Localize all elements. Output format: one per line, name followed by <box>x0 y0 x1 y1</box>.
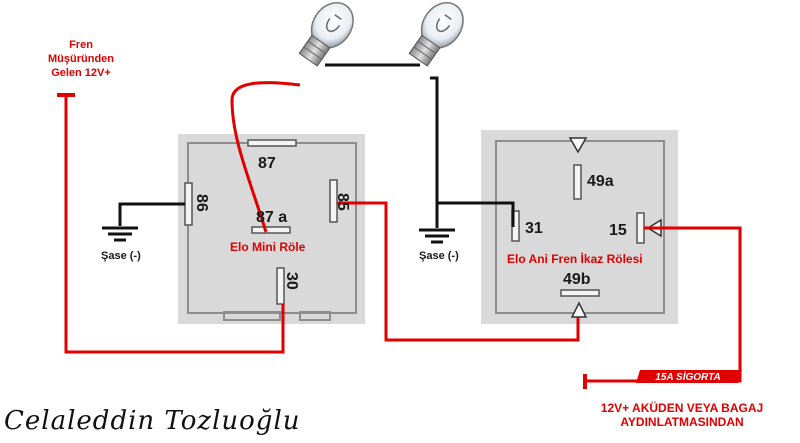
pin-86-label: 86 <box>193 194 210 212</box>
pin-85-terminal <box>329 179 338 223</box>
pin-85-label: 85 <box>334 193 351 211</box>
marker-triangle-top <box>568 137 588 154</box>
mini-relay <box>178 134 365 324</box>
power-source-line-2: AYDINLATMASINDAN <box>620 415 743 429</box>
pin-87a-terminal <box>251 226 291 234</box>
pin-87-label: 87 <box>258 155 276 172</box>
bulb-icon <box>408 2 464 67</box>
pin-30-terminal <box>276 267 285 305</box>
ground-icon <box>102 226 138 242</box>
brake-source-line-1: Fren <box>69 39 93 51</box>
author-signature: Celaleddin Tozluoğlu <box>4 406 301 436</box>
pin-15-terminal <box>636 212 645 244</box>
pin-49a-label: 49a <box>587 173 614 190</box>
ground-icon <box>419 228 455 244</box>
pin-86-terminal <box>184 182 193 226</box>
flasher-relay-name: Elo Ani Fren İkaz Rölesi <box>507 251 643 266</box>
pin-49a-terminal <box>573 164 582 200</box>
mini-relay-name: Elo Mini Röle <box>230 240 306 254</box>
pin-87-terminal <box>247 139 297 147</box>
power-source-line-1: 12V+ AKÜDEN VEYA BAGAJ <box>601 400 763 415</box>
pin-15-label: 15 <box>609 222 627 239</box>
fuse <box>636 370 742 383</box>
fuse-label: 15A SİGORTA <box>655 370 720 383</box>
ground-right-label: Şase (-) <box>419 250 459 262</box>
pin-87a-label: 87 a <box>256 209 287 226</box>
pin-31-label: 31 <box>525 220 543 237</box>
ground-left-label: Şase (-) <box>101 250 141 262</box>
pin-30-label: 30 <box>283 272 300 290</box>
pin-49b-label: 49b <box>563 271 591 288</box>
pin-49b-terminal <box>560 289 600 297</box>
ground-wires <box>118 63 515 228</box>
brake-source-line-3: Gelen 12V+ <box>51 67 111 79</box>
brake-source-line-2: Müşüründen <box>48 53 114 65</box>
bulb-icon <box>298 2 354 67</box>
